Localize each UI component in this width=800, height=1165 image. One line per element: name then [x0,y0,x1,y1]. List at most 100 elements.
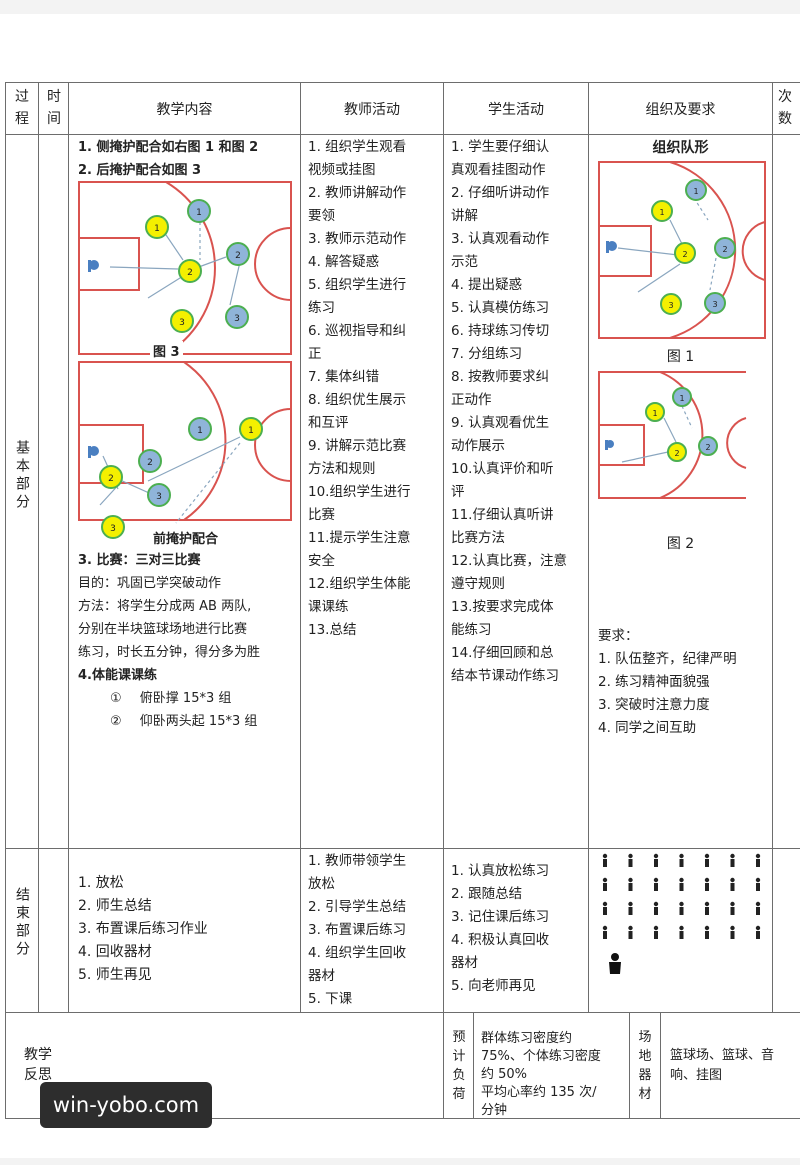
player-yellow-1: 1 [645,402,665,422]
student-figure-icon [679,925,684,939]
svg-text:2: 2 [187,268,193,278]
teacher-figure-icon [609,953,621,974]
player-blue-3: 3 [704,292,726,314]
svg-text:3: 3 [110,524,116,534]
student-activity-line: 5. 认真模仿练习 [451,300,550,316]
section-label-basic: 基本部分 [14,440,30,512]
load-label-char: 计 [452,1049,466,1064]
student-activity-line: 4. 积极认真回收 [451,932,550,948]
fitness-text: 俯卧撑 15*3 组 [139,691,232,706]
player-blue-2: 2 [138,449,162,473]
watermark: win-yobo.com [40,1082,212,1128]
header-times: 次数 [778,86,798,130]
header-teacher: 教师活动 [344,102,400,118]
basket-icon [89,260,99,270]
teacher-activity-line: 练习 [308,300,335,316]
load-text-line: 75%、个体练习密度 [481,1049,601,1064]
header-content: 教学内容 [156,102,213,118]
svg-text:2: 2 [705,443,710,452]
student-activity-line: 13.按要求完成体 [451,599,554,615]
section-label-end: 结束部分 [14,887,30,959]
student-figure-icon [628,901,633,915]
teacher-activity-line: 4. 解答疑惑 [308,254,380,270]
teacher-activity-line: 课课练 [308,599,349,615]
student-figure-icon [730,925,735,939]
header-student: 学生活动 [488,102,544,118]
requirement-item: 3. 突破时注意力度 [598,697,710,713]
load-text-line: 约 50% [481,1067,528,1082]
teacher-activity-line: 5. 组织学生进行 [308,277,407,293]
equipment-text: 篮球场、篮球、音 响、挂图 [670,1046,798,1086]
student-activity-line: 1. 认真放松练习 [451,863,550,879]
teacher-activity-line: 要领 [308,208,335,224]
student-figure-icon [704,901,710,915]
teacher-activity-line: 8. 组织优生展示 [308,392,407,408]
requirement-item: 4. 同学之间互助 [598,720,697,736]
three-point-line [183,361,227,521]
content-item: 1. 侧掩护配合如右图 1 和图 2 [78,140,259,155]
student-activity-line: 8. 按教师要求纠 [451,369,550,385]
student-figure-icon [679,877,684,891]
teacher-activity-line: 方法和规则 [308,461,376,477]
svg-text:3: 3 [156,492,162,502]
match-line: 目的：巩固已学突破动作 [78,576,222,591]
svg-text:2: 2 [722,245,727,254]
student-figure-icon [602,877,608,891]
requirement-item: 2. 练习精神面貌强 [598,674,710,690]
teacher-activity-line: 4. 组织学生回收 [308,945,407,961]
teacher-activity-line: 2. 引导学生总结 [308,899,407,915]
student-activity-line: 10.认真评价和听 [451,461,554,477]
reflection-label-line: 反思 [24,1067,52,1083]
teacher-activity-line: 比赛 [308,507,335,523]
header-process-text: 过程 [15,89,29,127]
svg-text:1: 1 [196,208,202,218]
equipment-label-char: 场 [638,1030,652,1045]
court-boundary [78,361,292,521]
teacher-activity-line: 1. 组织学生观看 [308,139,407,155]
center-circle [741,221,766,281]
teacher-activity-line: 9. 讲解示范比赛 [308,438,407,454]
student-activity-line: 动作展示 [451,438,505,454]
content-item: 4. 回收器材 [78,944,152,960]
three-point-line [659,371,704,499]
teacher-activity-line: 正 [308,346,322,362]
student-figure-icon [653,901,659,915]
player-blue-3: 3 [147,483,171,507]
player-yellow-2: 2 [674,242,696,264]
student-activity-line: 讲解 [451,208,478,224]
match-title: 3. 比赛：三对三比赛 [78,553,201,568]
student-activity-line: 9. 认真观看优生 [451,415,550,431]
student-activity-line: 器材 [451,955,478,971]
load-text-line: 平均心率约 135 次/ [481,1085,597,1100]
fig2-caption: 图 2 [666,536,695,552]
fig1-caption: 图 1 [666,349,695,365]
content-items-end: 1. 放松 2. 师生总结 3. 布置课后练习作业 4. 回收器材 5. 师生再… [78,872,298,987]
diagram-fig2: 1 2 1 2 [598,371,747,499]
content-item: 5. 师生再见 [78,967,152,983]
player-yellow-1: 1 [145,215,169,239]
student-figure-icon [730,901,735,915]
load-label-char: 负 [452,1068,466,1083]
player-yellow-1: 1 [239,417,263,441]
player-blue-1: 1 [188,417,212,441]
teacher-activity-line: 放松 [308,876,335,892]
player-blue-3: 3 [225,305,249,329]
equipment-label-char: 器 [638,1068,652,1083]
student-activity-line: 5. 向老师再见 [451,978,536,994]
svg-text:3: 3 [234,314,240,324]
player-blue-1: 1 [685,179,707,201]
student-activity-line: 6. 持球练习传切 [451,323,550,339]
match-section: 3. 比赛：三对三比赛 目的：巩固已学突破动作 方法：将学生分成两 AB 两队,… [78,549,300,733]
student-activity-line: 比赛方法 [451,530,505,546]
teacher-activity-line: 5. 下课 [308,991,353,1007]
equipment-text-line: 响、挂图 [670,1068,723,1083]
header-times-text: 次数 [778,89,792,127]
svg-text:1: 1 [659,208,664,217]
student-activity-line: 11.仔细认真听讲 [451,507,554,523]
match-line: 方法：将学生分成两 AB 两队, [78,599,252,614]
svg-text:1: 1 [679,394,684,403]
center-circle [254,408,292,482]
